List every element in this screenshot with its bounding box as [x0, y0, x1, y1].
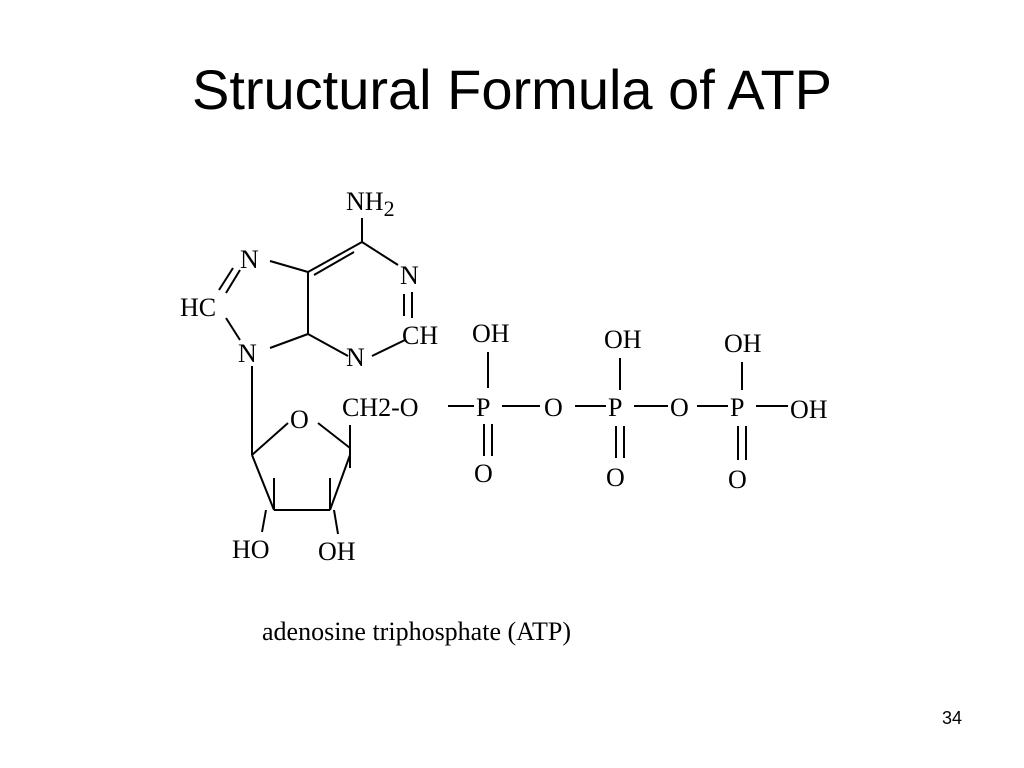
ho-label: HO — [232, 535, 270, 564]
bond-lines — [218, 218, 788, 535]
oh-label: OH — [318, 537, 356, 566]
phosphate-3-oxygen-label: O — [728, 465, 747, 494]
bridge-oxygen-1-label: O — [544, 393, 563, 422]
phosphorus-1-label: P — [476, 393, 490, 422]
phosphate-1-oxygen-label: O — [474, 459, 493, 488]
phosphate-3-oh-label: OH — [724, 329, 762, 358]
nh2-label: NH2 — [346, 187, 395, 221]
slide-number: 34 — [941, 708, 962, 728]
slide-title: Structural Formula of ATP — [191, 58, 833, 121]
ribose-oxygen-label: O — [290, 405, 309, 434]
phosphorus-2-label: P — [608, 393, 622, 422]
bridge-oxygen-2-label: O — [670, 393, 689, 422]
phosphate-2-oh-label: OH — [604, 325, 642, 354]
hc-label: HC — [180, 293, 216, 322]
diagram-caption: adenosine triphosphate (ATP) — [262, 617, 571, 646]
n9-label: N — [238, 339, 257, 368]
ch2-o-label: CH2-O — [342, 393, 419, 422]
phosphorus-3-label: P — [730, 393, 744, 422]
ch-label: CH — [402, 321, 438, 350]
phosphate-2-oxygen-label: O — [606, 463, 625, 492]
n3-label: N — [346, 343, 365, 372]
phosphate-1-oh-label: OH — [472, 319, 510, 348]
n7-label: N — [240, 245, 259, 274]
terminal-oh-label: OH — [790, 395, 828, 424]
n1-label: N — [400, 261, 419, 290]
